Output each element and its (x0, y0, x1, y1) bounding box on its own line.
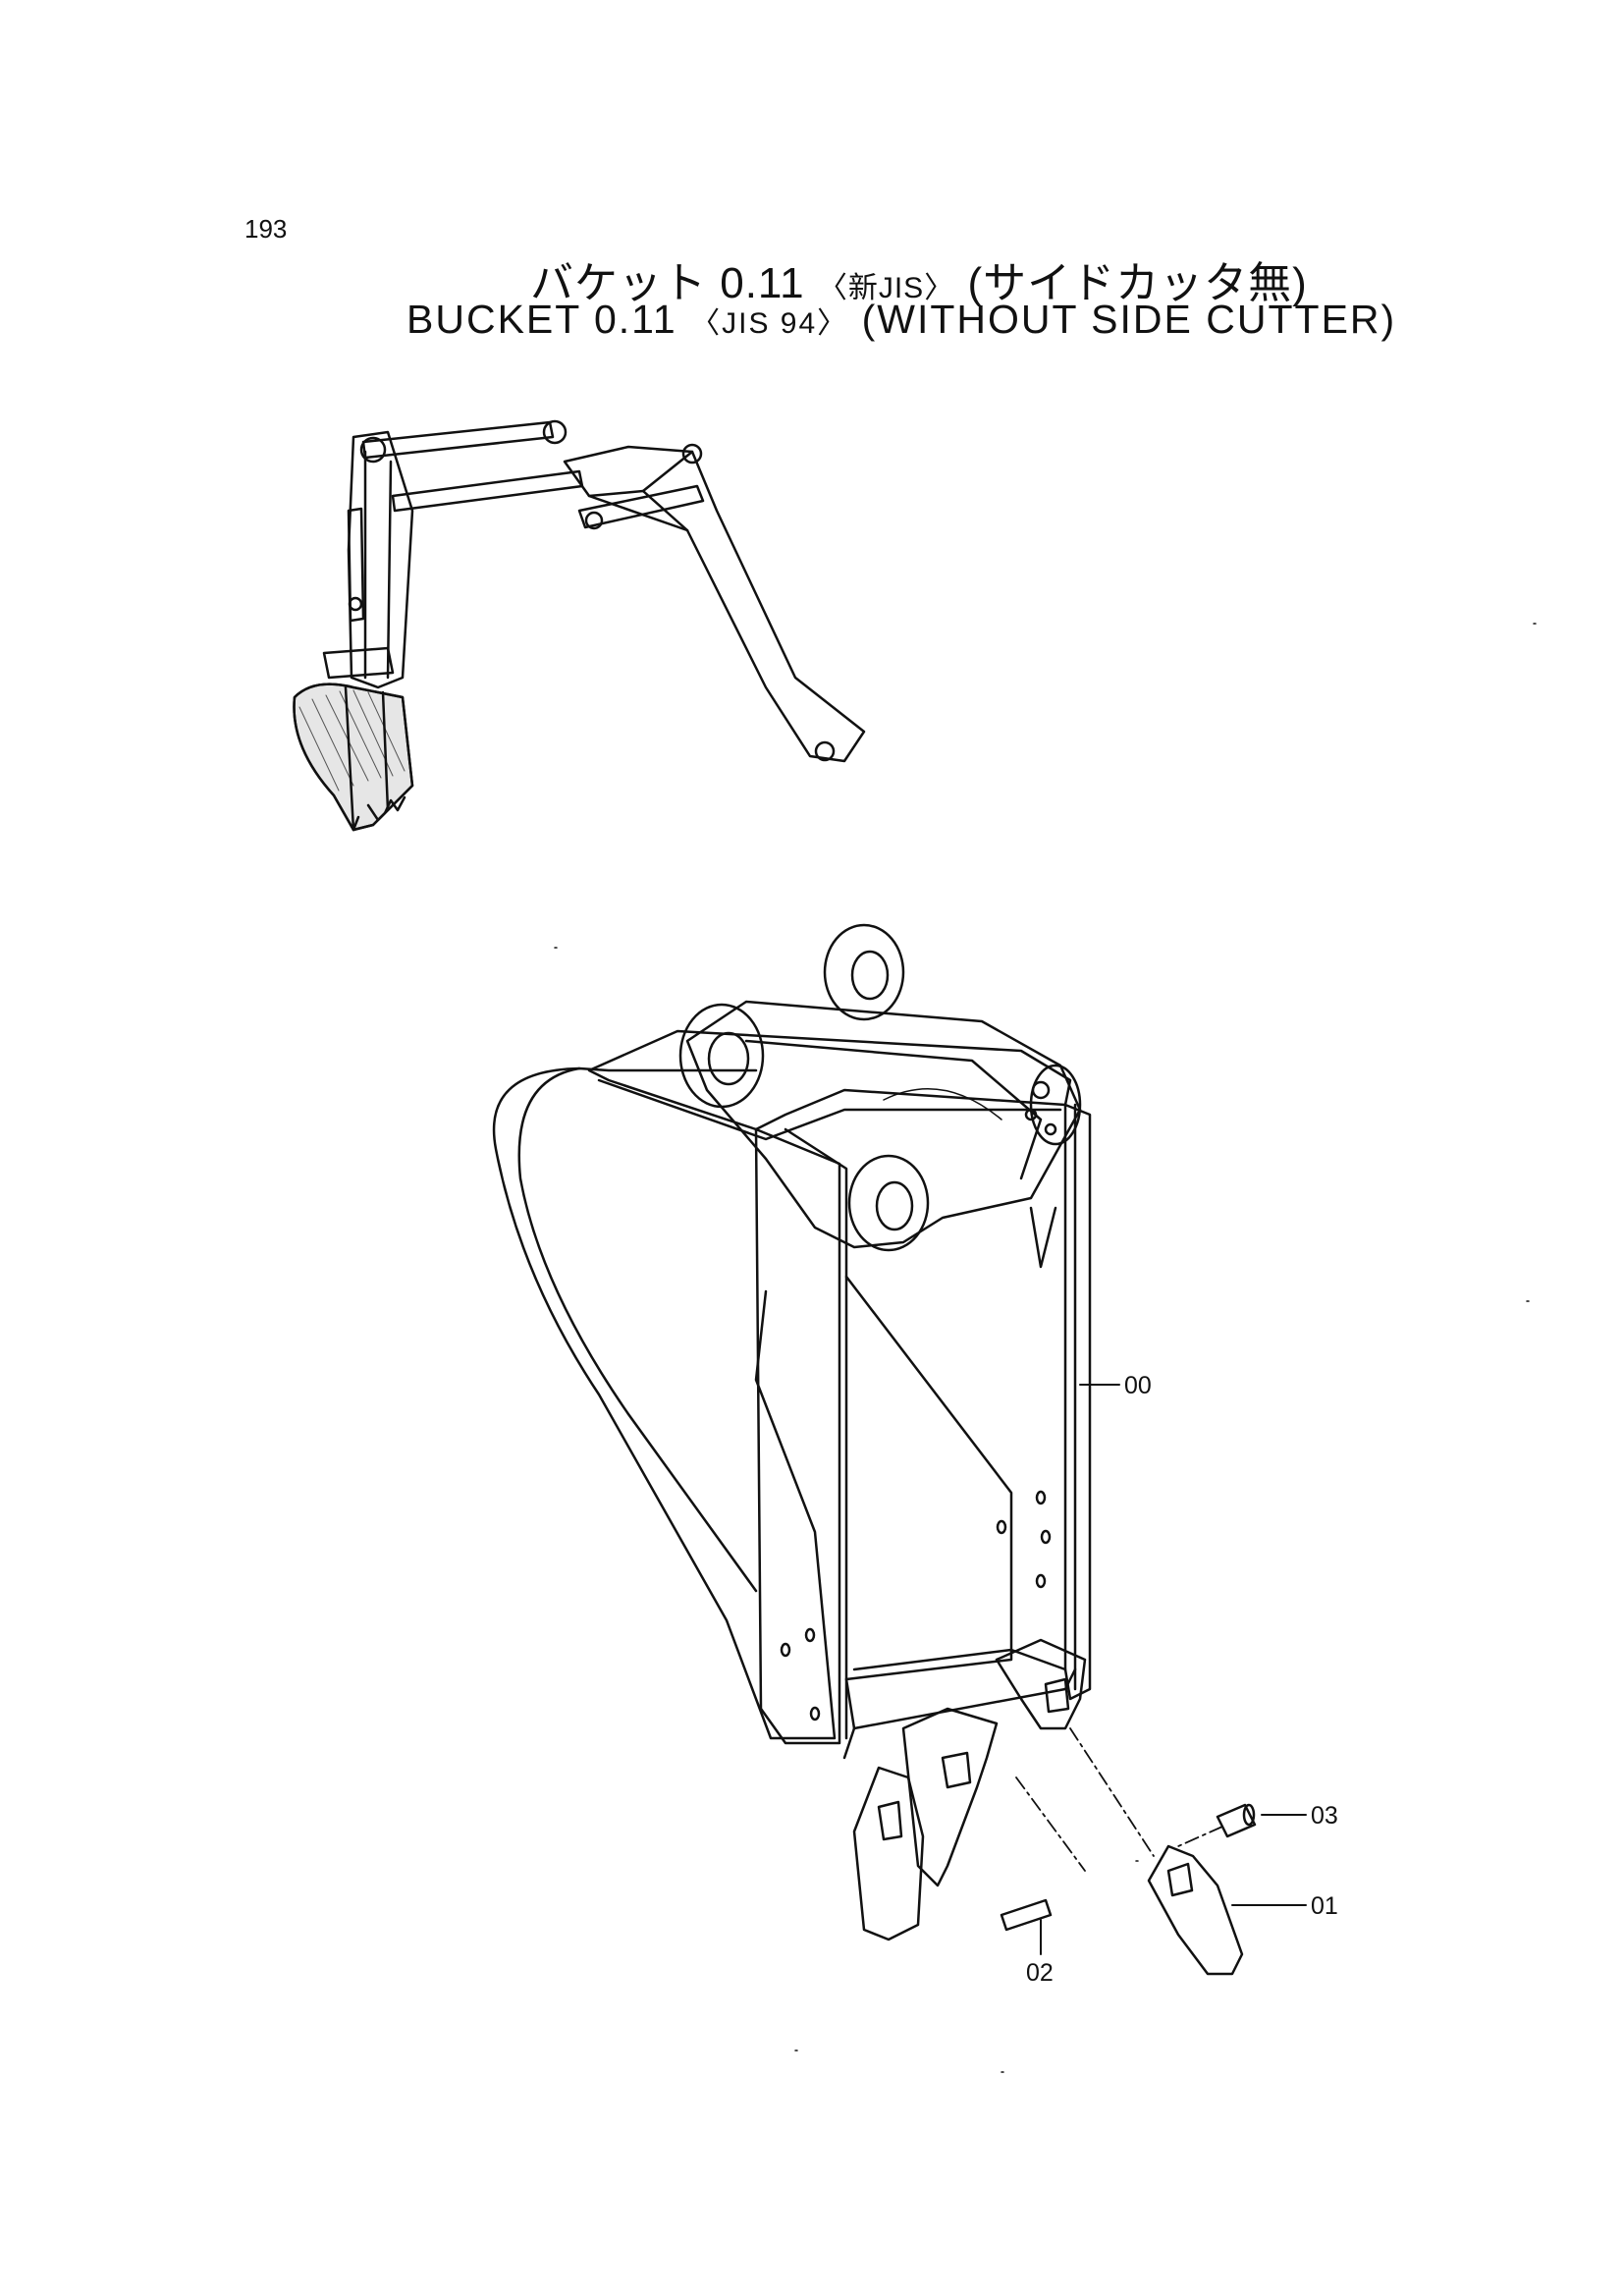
callout-03: 03 (1311, 1802, 1338, 1830)
bucket-assembly-00 (492, 923, 1092, 1760)
scan-specks (554, 623, 1537, 2073)
title-en-prefix: BUCKET 0.11 (406, 297, 677, 342)
excavator-arm-overview (293, 419, 866, 832)
title-en-bracket: 〈JIS 94〉 (690, 307, 849, 340)
callout-01: 01 (1311, 1892, 1338, 1920)
title-en-suffix: (WITHOUT SIDE CUTTER) (861, 297, 1397, 342)
mounted-teeth (852, 1638, 1087, 1941)
title-jp-prefix: バケット 0.11 (530, 259, 805, 307)
title-japanese: バケット 0.11 〈新JIS〉 (サイドカッタ無) (530, 247, 1308, 310)
callout-00: 00 (1124, 1372, 1152, 1399)
title-jp-suffix: (サイドカッタ無) (967, 259, 1308, 307)
callout-02: 02 (1026, 1959, 1054, 1987)
assembly-lines (1015, 1727, 1223, 1872)
lock-02 (1000, 1898, 1053, 1932)
leader-lines (1040, 1384, 1307, 1955)
tooth-01 (1147, 1844, 1244, 1976)
title-english: BUCKET 0.11 〈JIS 94〉 (WITHOUT SIDE CUTTE… (406, 297, 1396, 343)
pin-03 (1216, 1803, 1257, 1838)
title-jp-bracket: 〈新JIS〉 (817, 272, 955, 304)
page-number: 193 (244, 214, 288, 244)
